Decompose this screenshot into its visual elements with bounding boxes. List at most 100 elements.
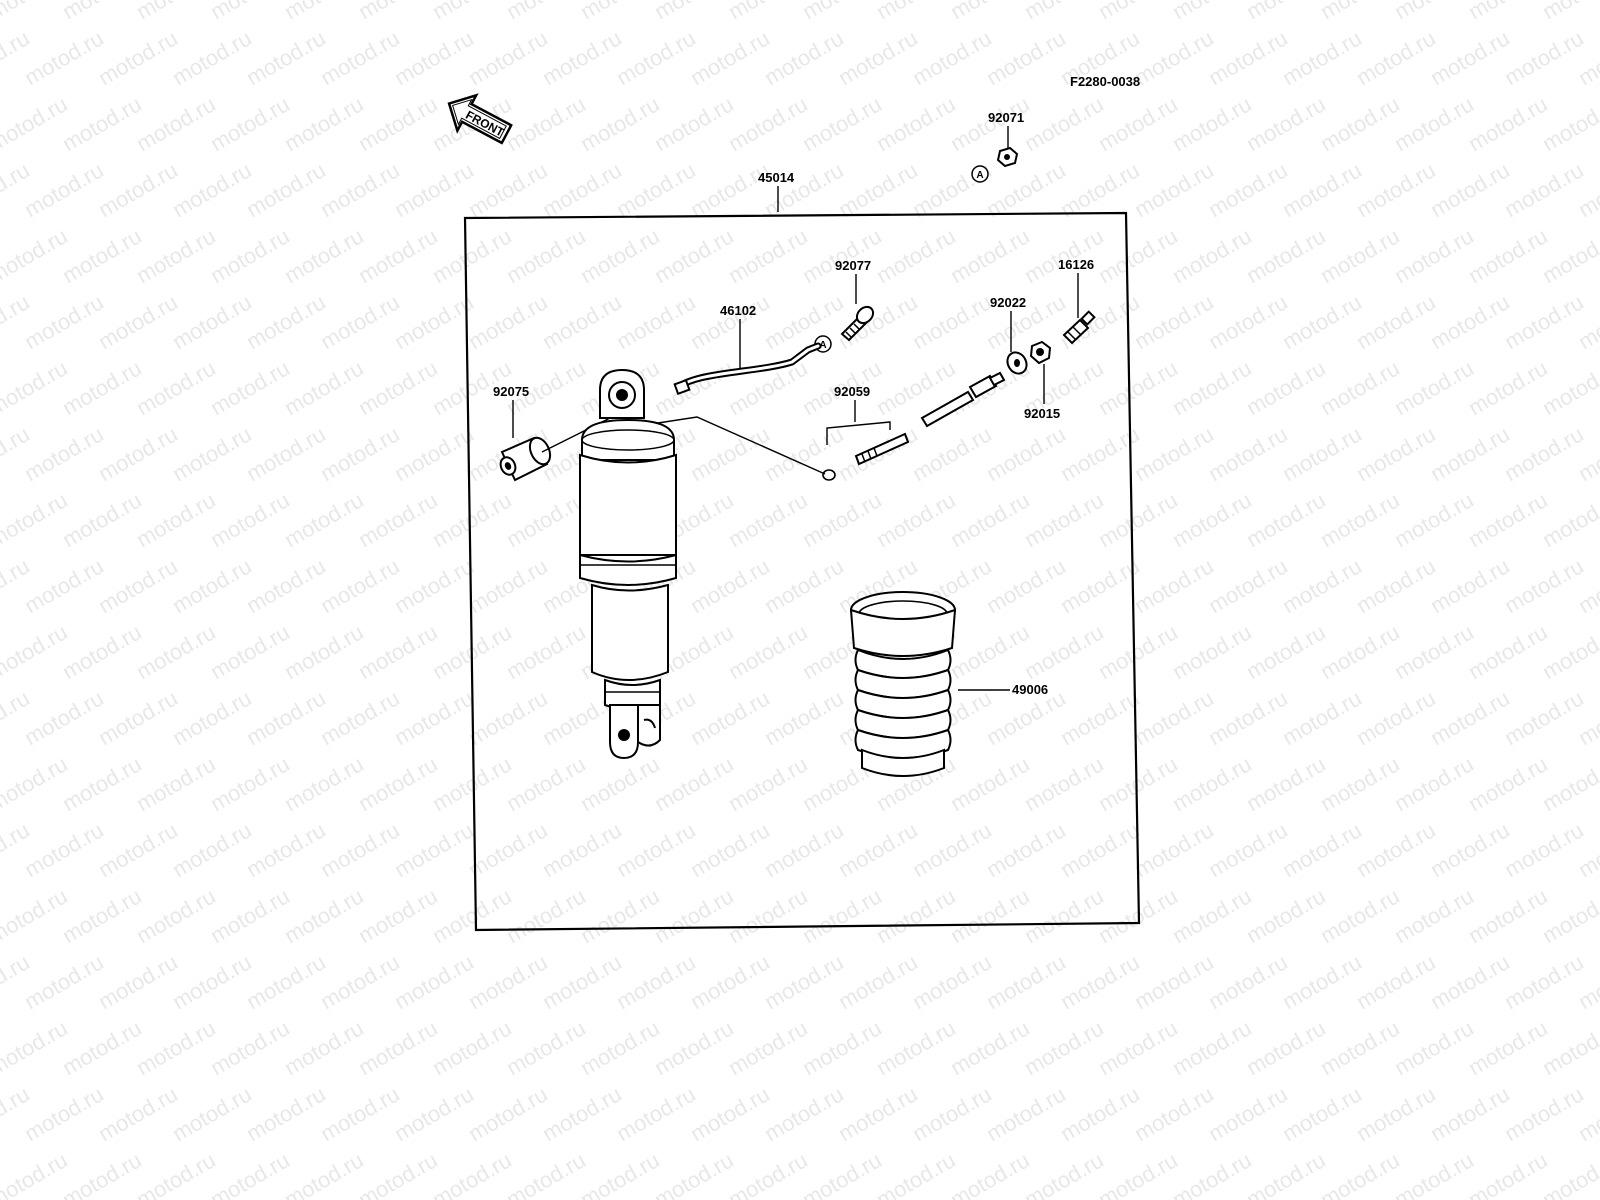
watermark-text: motod.ru bbox=[390, 421, 478, 486]
watermark-text: motod.ru bbox=[538, 817, 626, 882]
watermark-text: motod.ru bbox=[502, 883, 590, 948]
watermark-text: motod.ru bbox=[538, 949, 626, 1014]
watermark-text: motod.ru bbox=[168, 289, 256, 354]
watermark-text: motod.ru bbox=[686, 817, 774, 882]
watermark-text: motod.ru bbox=[132, 883, 220, 948]
watermark-text: motod.ru bbox=[1464, 223, 1552, 288]
watermark-text: motod.ru bbox=[1242, 487, 1330, 552]
watermark-text: motod.ru bbox=[354, 487, 442, 552]
watermark-text: motod.ru bbox=[1278, 553, 1366, 618]
watermark-text: motod.ru bbox=[1352, 289, 1440, 354]
watermark-text: motod.ru bbox=[58, 355, 146, 420]
watermark-text: motod.ru bbox=[206, 1015, 294, 1080]
watermark-text: motod.ru bbox=[1278, 817, 1366, 882]
watermark-text: motod.ru bbox=[94, 1081, 182, 1146]
watermark-text: motod.ru bbox=[168, 553, 256, 618]
watermark-text: motod.ru bbox=[1538, 0, 1600, 24]
watermark-text: motod.ru bbox=[242, 817, 330, 882]
watermark-text: motod.ru bbox=[1316, 223, 1404, 288]
watermark-text: motod.ru bbox=[1426, 421, 1514, 486]
watermark-text: motod.ru bbox=[1168, 223, 1256, 288]
watermark-text: motod.ru bbox=[612, 25, 700, 90]
watermark-text: motod.ru bbox=[724, 751, 812, 816]
watermark-text: motod.ru bbox=[0, 751, 72, 816]
part-label-92015: 92015 bbox=[1024, 406, 1060, 421]
watermark-text: motod.ru bbox=[464, 289, 552, 354]
watermark-text: motod.ru bbox=[612, 949, 700, 1014]
watermark-text: motod.ru bbox=[798, 487, 886, 552]
watermark-text: motod.ru bbox=[686, 289, 774, 354]
watermark-text: motod.ru bbox=[760, 1081, 848, 1146]
watermark-text: motod.ru bbox=[1538, 1147, 1600, 1200]
watermark-text: motod.ru bbox=[982, 421, 1070, 486]
watermark-text: motod.ru bbox=[1316, 355, 1404, 420]
watermark-text: motod.ru bbox=[20, 25, 108, 90]
watermark-text: motod.ru bbox=[206, 751, 294, 816]
watermark-text: motod.ru bbox=[316, 25, 404, 90]
watermark-text: motod.ru bbox=[1500, 289, 1588, 354]
watermark-text: motod.ru bbox=[94, 289, 182, 354]
watermark-text: motod.ru bbox=[0, 487, 72, 552]
watermark-text: motod.ru bbox=[908, 421, 996, 486]
watermark-text: motod.ru bbox=[1242, 883, 1330, 948]
watermark-text: motod.ru bbox=[464, 157, 552, 222]
watermark-text: motod.ru bbox=[1204, 685, 1292, 750]
watermark-text: motod.ru bbox=[1242, 91, 1330, 156]
watermark-text: motod.ru bbox=[390, 685, 478, 750]
watermark-text: motod.ru bbox=[428, 487, 516, 552]
watermark-text: motod.ru bbox=[724, 619, 812, 684]
watermark-text: motod.ru bbox=[94, 25, 182, 90]
watermark-text: motod.ru bbox=[612, 289, 700, 354]
watermark-text: motod.ru bbox=[1316, 91, 1404, 156]
watermark-text: motod.ru bbox=[1316, 883, 1404, 948]
watermark-text: motod.ru bbox=[58, 619, 146, 684]
watermark-text: motod.ru bbox=[428, 883, 516, 948]
watermark-text: motod.ru bbox=[390, 553, 478, 618]
part-label-16126: 16126 bbox=[1058, 257, 1094, 272]
watermark-text: motod.ru bbox=[1538, 619, 1600, 684]
watermark-text: motod.ru bbox=[1390, 619, 1478, 684]
watermark-text: motod.ru bbox=[1168, 91, 1256, 156]
watermark-text: motod.ru bbox=[1278, 1081, 1366, 1146]
watermark-text: motod.ru bbox=[94, 949, 182, 1014]
watermark-text: motod.ru bbox=[1278, 289, 1366, 354]
watermark-text: motod.ru bbox=[576, 223, 664, 288]
watermark-text: motod.ru bbox=[1500, 1081, 1588, 1146]
watermark-text: motod.ru bbox=[872, 223, 960, 288]
watermark-text: motod.ru bbox=[1056, 1081, 1144, 1146]
watermark-text: motod.ru bbox=[946, 1015, 1034, 1080]
watermark-text: motod.ru bbox=[0, 1015, 72, 1080]
watermark-text: motod.ru bbox=[280, 91, 368, 156]
watermark-text: motod.ru bbox=[502, 1015, 590, 1080]
watermark-text: motod.ru bbox=[1426, 685, 1514, 750]
watermark-text: motod.ru bbox=[724, 883, 812, 948]
watermark-text: motod.ru bbox=[1094, 355, 1182, 420]
watermark-text: motod.ru bbox=[1538, 751, 1600, 816]
watermark-text: motod.ru bbox=[1130, 421, 1218, 486]
watermark-text: motod.ru bbox=[1020, 883, 1108, 948]
watermark-text: motod.ru bbox=[798, 91, 886, 156]
watermark-text: motod.ru bbox=[1168, 883, 1256, 948]
watermark-text: motod.ru bbox=[1204, 25, 1292, 90]
watermark-text: motod.ru bbox=[132, 223, 220, 288]
watermark-text: motod.ru bbox=[1204, 553, 1292, 618]
ref-marker-top: A bbox=[971, 165, 989, 183]
watermark-text: motod.ru bbox=[834, 289, 922, 354]
watermark-text: motod.ru bbox=[58, 223, 146, 288]
part-label-92022: 92022 bbox=[990, 295, 1026, 310]
watermark-text: motod.ru bbox=[1538, 1015, 1600, 1080]
watermark-text: motod.ru bbox=[724, 487, 812, 552]
watermark-text: motod.ru bbox=[242, 157, 330, 222]
watermark-text: motod.ru bbox=[538, 157, 626, 222]
watermark-text: motod.ru bbox=[1500, 685, 1588, 750]
watermark-text: motod.ru bbox=[538, 289, 626, 354]
watermark-text: motod.ru bbox=[464, 949, 552, 1014]
watermark-text: motod.ru bbox=[502, 487, 590, 552]
watermark-text: motod.ru bbox=[946, 751, 1034, 816]
watermark-text: motod.ru bbox=[834, 817, 922, 882]
watermark-text: motod.ru bbox=[132, 1015, 220, 1080]
watermark-text: motod.ru bbox=[1390, 355, 1478, 420]
watermark-text: motod.ru bbox=[1130, 685, 1218, 750]
adjuster-rod-icon bbox=[920, 371, 1006, 428]
watermark-text: motod.ru bbox=[1242, 223, 1330, 288]
